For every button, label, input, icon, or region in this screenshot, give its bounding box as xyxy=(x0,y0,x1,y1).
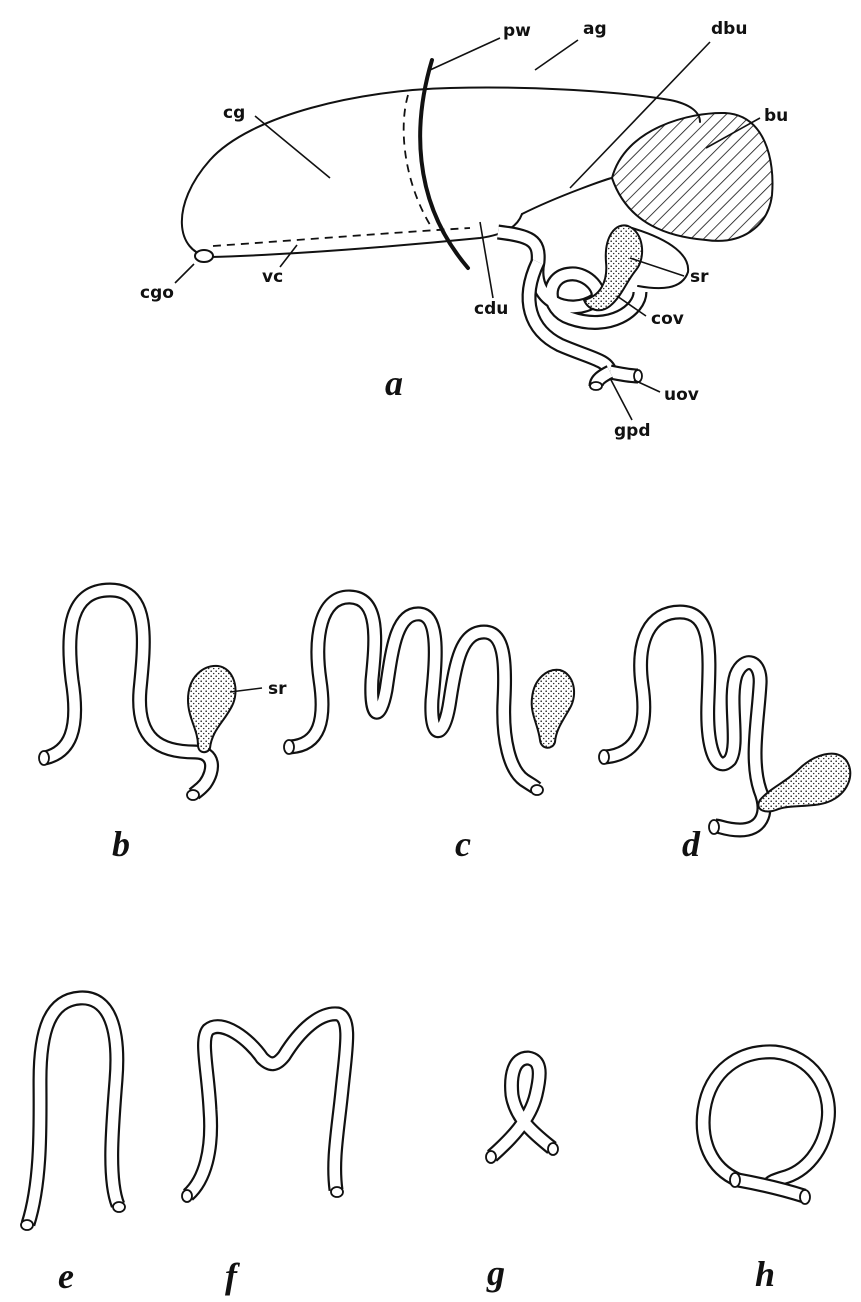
seminal-receptacle-d xyxy=(758,754,850,812)
panel-label-b: b xyxy=(112,824,130,864)
panel-label-c: c xyxy=(455,824,471,864)
bursa-shape xyxy=(612,113,772,241)
seminal-receptacle-c xyxy=(532,670,574,748)
panel-h-diagram: h xyxy=(703,1052,828,1294)
panel-label-e: e xyxy=(58,1256,74,1296)
panel-label-d: d xyxy=(682,824,701,864)
label-dbu: dbu xyxy=(711,19,747,39)
label-gpd: gpd xyxy=(614,421,651,441)
bursa-duct-shape xyxy=(522,178,612,214)
panel-label-h: h xyxy=(755,1254,775,1294)
label-pw: pw xyxy=(503,21,531,41)
label-sr-b: sr xyxy=(268,679,287,699)
genital-opening xyxy=(195,250,213,262)
panel-label-f: f xyxy=(225,1256,240,1296)
panel-b-diagram: sr b xyxy=(39,590,287,864)
label-cgo: cgo xyxy=(140,283,174,303)
panel-a-diagram: pw ag dbu cg bu sr cov uov gpd cgo vc cd… xyxy=(140,19,788,441)
panel-label-g: g xyxy=(486,1253,505,1293)
label-cg: cg xyxy=(223,103,245,123)
label-cov: cov xyxy=(651,309,684,329)
label-bu: bu xyxy=(764,106,788,126)
panel-g-diagram: g xyxy=(486,1058,558,1293)
panel-e-diagram: e xyxy=(21,998,125,1296)
panel-d-diagram: d xyxy=(599,612,850,864)
partition-dashed xyxy=(404,95,432,228)
label-uov: uov xyxy=(664,385,699,405)
label-ag: ag xyxy=(583,19,607,39)
seminal-receptacle-b xyxy=(188,666,236,752)
label-cdu: cdu xyxy=(474,299,508,319)
peritoneal-wall xyxy=(420,60,468,268)
panel-label-a: a xyxy=(385,363,403,403)
label-sr-a: sr xyxy=(690,267,709,287)
panel-f-diagram: f xyxy=(182,1014,347,1296)
label-vc: vc xyxy=(262,267,283,287)
panel-c-diagram: c xyxy=(284,597,574,864)
